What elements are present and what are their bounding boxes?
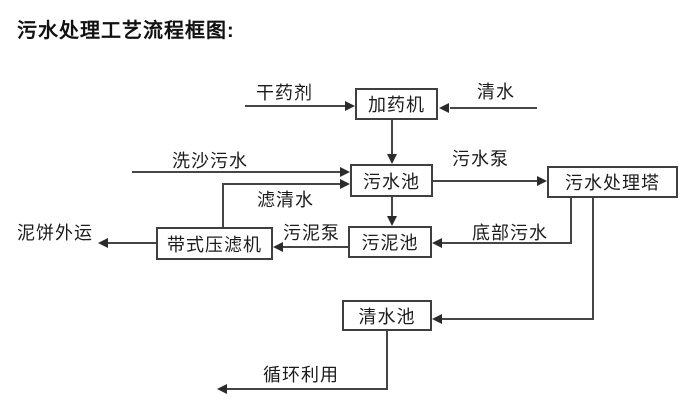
recycle-arrowhead-icon xyxy=(217,384,227,394)
tower-to-clear-horizontal-line xyxy=(442,318,594,320)
label-sand-wash-sewage: 洗沙污水 xyxy=(172,151,248,171)
sludge-pump-line xyxy=(283,246,348,248)
node-clear-water-pool: 清水池 xyxy=(342,300,432,331)
node-sludge-pool: 污泥池 xyxy=(348,226,432,258)
label-mud-cake-transport: 泥饼外运 xyxy=(17,223,93,243)
recycle-vertical-line xyxy=(386,331,388,389)
dry-agent-arrowhead-icon xyxy=(345,101,355,111)
recycle-horizontal-line xyxy=(227,388,388,390)
mud-cake-arrowhead-icon xyxy=(98,238,108,248)
node-sewage-treatment-tower: 污水处理塔 xyxy=(547,166,678,198)
dosing-to-sewage-arrowhead-icon xyxy=(387,154,397,164)
filtered-water-vertical-line xyxy=(222,183,224,227)
sewage-pump-line xyxy=(433,180,538,182)
bottom-sewage-vertical-line xyxy=(570,198,572,244)
tower-to-clear-vertical-line xyxy=(592,198,594,320)
label-sewage-pump: 污水泵 xyxy=(452,149,509,169)
sewage-to-sludge-arrowhead-icon xyxy=(387,216,397,226)
bottom-sewage-horizontal-line xyxy=(441,242,572,244)
sewage-pump-arrowhead-icon xyxy=(537,176,547,186)
label-sludge-pump: 污泥泵 xyxy=(283,223,340,243)
mud-cake-line xyxy=(108,242,156,244)
sludge-pump-arrowhead-icon xyxy=(273,242,283,252)
bottom-sewage-arrowhead-icon xyxy=(432,238,442,248)
filtered-water-arrowhead-icon xyxy=(340,179,350,189)
node-sewage-pool: 污水池 xyxy=(350,164,433,197)
dry-agent-line xyxy=(245,105,346,107)
label-recycling-use: 循环利用 xyxy=(263,365,339,385)
filtered-water-horizontal-line xyxy=(222,183,341,185)
label-clean-water: 清水 xyxy=(477,82,515,102)
sand-wash-sewage-line xyxy=(132,171,341,173)
tower-to-clear-arrowhead-icon xyxy=(432,314,442,324)
node-belt-filter-press: 带式压滤机 xyxy=(156,227,273,260)
sand-wash-sewage-arrowhead-icon xyxy=(340,167,350,177)
label-filtered-clear-water: 滤清水 xyxy=(257,190,314,210)
page-title: 污水处理工艺流程框图: xyxy=(17,20,235,42)
label-bottom-sewage: 底部污水 xyxy=(472,223,548,243)
node-dosing-machine: 加药机 xyxy=(355,88,438,120)
label-dry-agent: 干药剂 xyxy=(256,83,313,103)
sewage-to-sludge-line xyxy=(391,197,393,217)
dosing-to-sewage-line xyxy=(391,120,393,155)
clean-water-line xyxy=(450,107,537,109)
clean-water-arrowhead-icon xyxy=(439,103,449,113)
